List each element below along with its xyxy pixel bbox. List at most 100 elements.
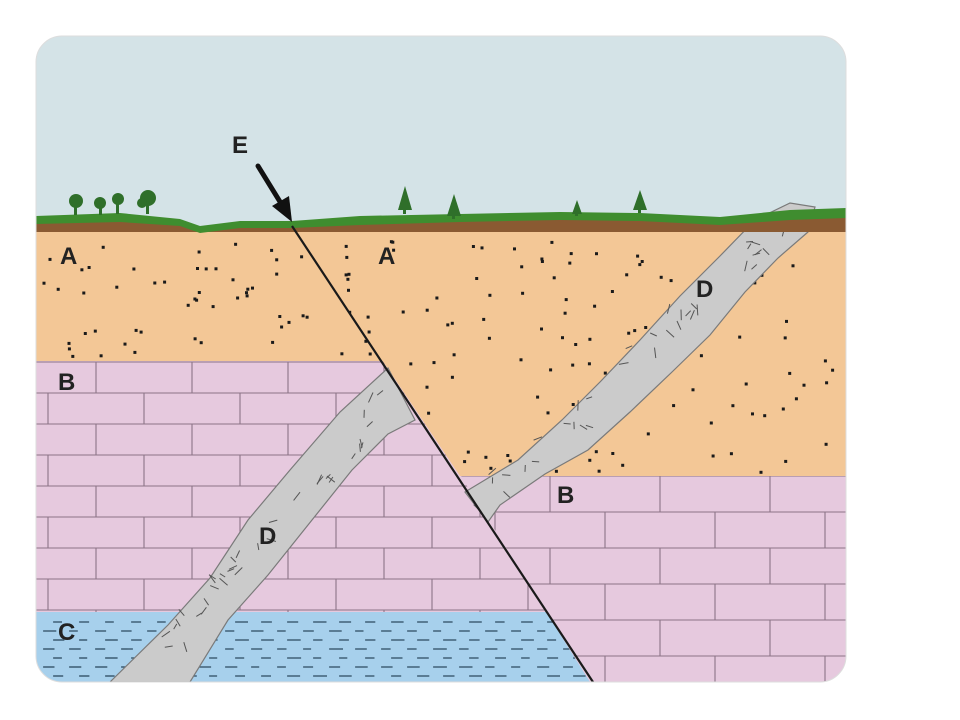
intrusion-crystal-mark (257, 543, 260, 551)
sand-dot (546, 411, 550, 415)
sand-dot (484, 455, 488, 459)
sand-dot (802, 383, 806, 387)
intrusion-texture (161, 223, 786, 653)
sand-dot (506, 454, 510, 457)
fault-arrow (255, 163, 285, 208)
sand-dot (568, 261, 572, 265)
sand-dot (763, 414, 767, 418)
sand-dot (587, 362, 591, 366)
intrusion-crystal-mark (654, 347, 657, 359)
sand-dot (699, 354, 703, 358)
label-b-right: B (557, 482, 574, 509)
intrusion-crystal-mark (183, 642, 188, 653)
sand-dot (597, 469, 601, 473)
sand-dot (196, 267, 199, 270)
sand-dot (401, 310, 405, 314)
sand-dot (278, 315, 282, 318)
sand-dot (729, 452, 733, 456)
intrusion-d-lower (108, 367, 416, 682)
sand-dot (519, 358, 523, 362)
sand-dot (487, 336, 491, 340)
sand-dot (432, 361, 436, 365)
sand-dot (271, 340, 275, 344)
intrusion-crystal-mark (762, 248, 770, 256)
sand-dot (193, 337, 197, 341)
intrusion-crystal-mark (366, 421, 373, 428)
sand-dot (133, 350, 137, 354)
sand-dot (610, 290, 614, 293)
sand-dot (595, 252, 598, 256)
sand-dot (204, 267, 208, 271)
label-a-left: A (60, 243, 77, 270)
sand-dot (550, 240, 554, 244)
sand-dot (669, 279, 673, 283)
intrusion-crystal-mark (531, 460, 540, 463)
intrusion-crystal-mark (625, 345, 633, 350)
sand-dot (452, 353, 456, 357)
sand-dot (540, 257, 544, 261)
intrusion-crystal-mark (359, 438, 363, 448)
sand-dot (93, 329, 97, 333)
sand-dot (569, 252, 573, 256)
intrusion-crystal-mark (585, 424, 594, 429)
sand-dot (781, 407, 785, 411)
sand-dot (450, 375, 454, 379)
sand-dot (435, 296, 439, 300)
sand-dot (139, 330, 143, 334)
sand-dot (611, 452, 615, 455)
intrusion-crystal-mark (376, 390, 384, 396)
sand-dot (638, 263, 642, 267)
sand-dot (82, 291, 86, 295)
sand-dot (731, 404, 735, 408)
sand-dot (83, 332, 87, 335)
sand-dot (627, 331, 631, 335)
sand-dot (236, 296, 240, 300)
sand-dot (625, 273, 629, 277)
intrusion-crystal-mark (586, 396, 593, 400)
sand-dot (48, 257, 52, 261)
sand-dot (67, 341, 71, 345)
sand-dot (794, 397, 798, 401)
sand-dot (197, 291, 201, 294)
intrusion-crystal-mark (563, 422, 571, 425)
pine-tree-icon (398, 186, 412, 214)
intrusion-crystal-mark (293, 491, 301, 501)
tree-icon (112, 193, 124, 214)
label-b-left: B (58, 369, 75, 396)
label-e-fault: E (232, 132, 248, 159)
sand-dot (825, 381, 829, 385)
sand-dot (186, 303, 190, 307)
intrusion-crystal-mark (266, 538, 277, 542)
sand-dot (364, 339, 368, 343)
intrusion-crystal-mark (368, 392, 374, 403)
sand-dot (71, 354, 75, 358)
label-a-right: A (378, 243, 395, 270)
intrusion-crystal-mark (744, 260, 748, 272)
sand-dot (621, 463, 625, 467)
intrusion-crystal-mark (227, 568, 235, 572)
sand-dot (593, 304, 597, 308)
sky (36, 36, 846, 236)
intrusion-crystal-mark (196, 612, 202, 617)
sand-dot (425, 385, 429, 389)
sand-dot (552, 276, 556, 280)
sand-dot (245, 291, 248, 295)
intrusion-crystal-mark (209, 575, 216, 584)
intrusion-crystal-mark (618, 362, 629, 365)
intrusion-crystal-mark (219, 573, 226, 578)
sand-dot (709, 421, 713, 425)
label-d-lower: D (259, 523, 276, 550)
label-d-upper: D (696, 276, 713, 303)
intrusion-crystal-mark (328, 476, 334, 483)
sand-dot (521, 291, 525, 295)
intrusion-crystal-mark (488, 467, 497, 475)
sand-dot (561, 336, 564, 340)
sand-dot (197, 250, 201, 254)
sand-dot (831, 368, 835, 372)
sand-dot (346, 277, 350, 281)
label-c-left: C (58, 619, 75, 646)
tree-icon (137, 190, 156, 214)
intrusion-crystal-mark (503, 491, 511, 498)
sand-dot (280, 325, 284, 329)
sand-dot (603, 371, 607, 375)
